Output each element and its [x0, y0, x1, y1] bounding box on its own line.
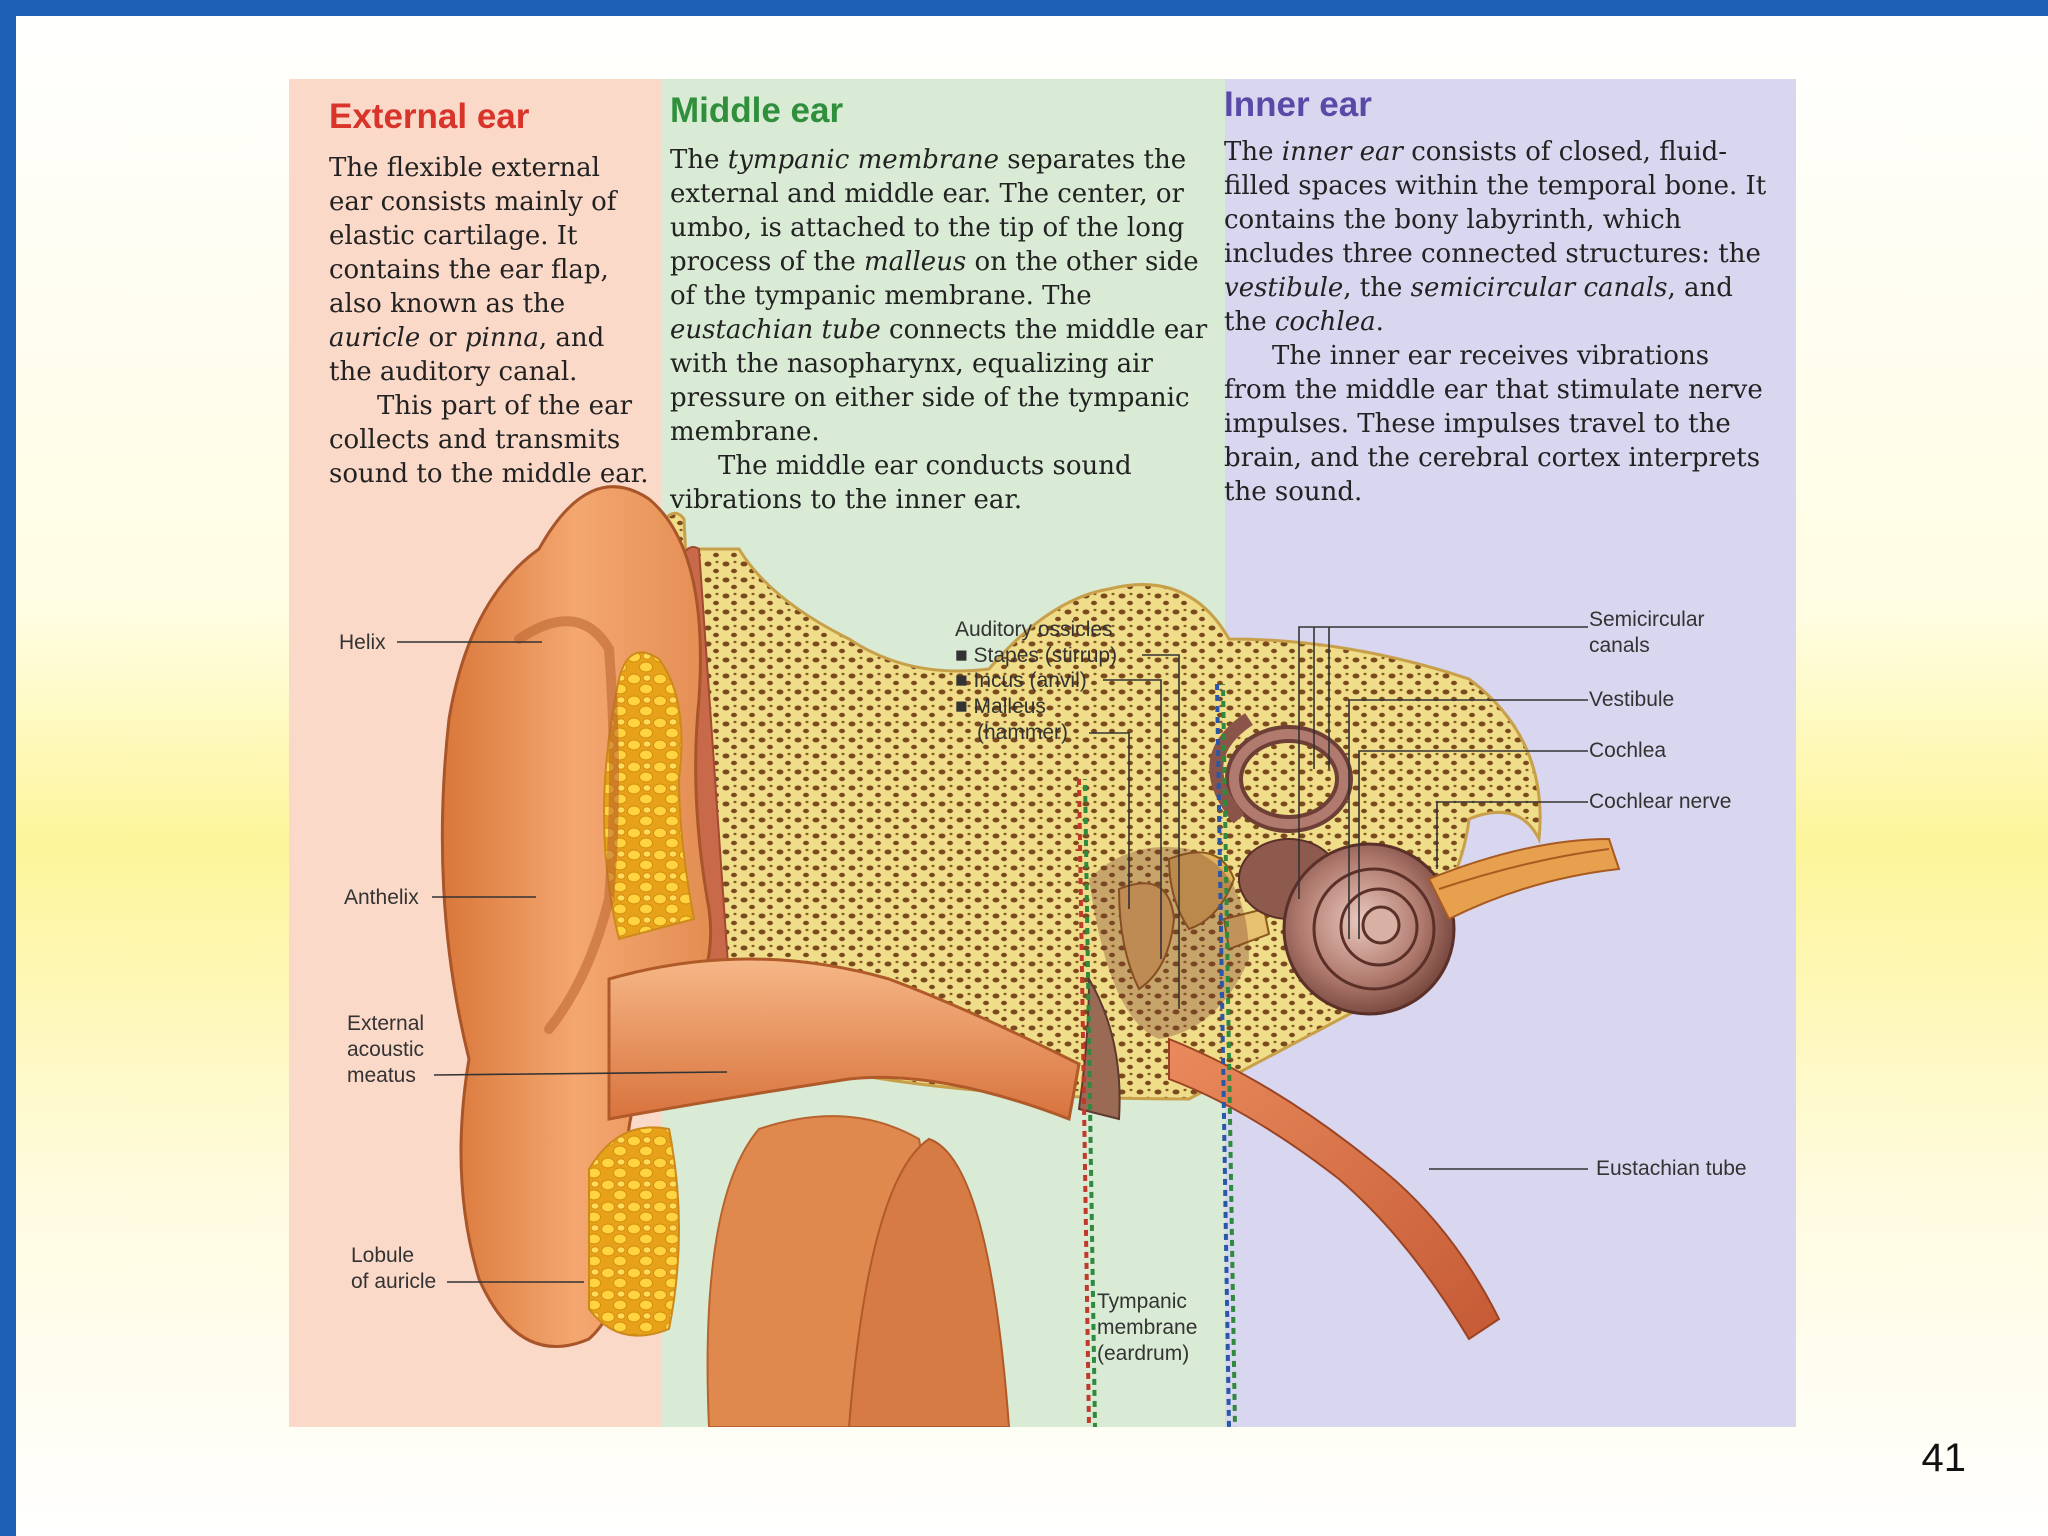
- stapes-shape: [1222, 907, 1271, 951]
- auricular-cartilage-fat-lower: [588, 1126, 680, 1337]
- label-external-acoustic-meatus: External acoustic meatus: [347, 1012, 425, 1087]
- text-run: The: [670, 145, 728, 175]
- label-semicircular-canals: Semicircular canals: [1589, 608, 1705, 657]
- text-run: The flexible external ear consists mainl…: [329, 153, 617, 319]
- leader-lines: [397, 626, 1588, 1283]
- inner-ear-paragraph-2: The inner ear receives vibrations from t…: [1224, 341, 1763, 507]
- label-malleus: ■ Malleus: [955, 695, 1046, 718]
- label-auditory-ossicles: Auditory ossicles: [955, 618, 1113, 641]
- middle-ear-title: Middle ear: [670, 91, 844, 130]
- text-run: , the: [1343, 273, 1411, 303]
- label-stapes: ■ Stapes (stirrup): [955, 644, 1118, 667]
- divider-middle-inner: [1215, 683, 1231, 1427]
- divider-external-middle-green: [1083, 778, 1097, 1427]
- text-run: or: [420, 323, 465, 353]
- incus-shape: [1167, 851, 1236, 931]
- divider-external-middle: [1077, 778, 1091, 1427]
- divider-middle-inner-green: [1221, 683, 1237, 1427]
- ear-illustration: [397, 485, 1621, 1427]
- term-inner-ear: inner ear: [1281, 137, 1403, 167]
- text-run: .: [1375, 307, 1384, 337]
- muscle-bottom-2: [847, 1137, 1011, 1427]
- label-cochlear-nerve: Cochlear nerve: [1589, 790, 1732, 813]
- slide-number: 41: [1921, 1436, 1967, 1480]
- middle-ear-paragraph-1: The tympanic membrane separates the exte…: [670, 143, 1210, 449]
- term-semicircular-canals: semicircular canals: [1410, 273, 1668, 303]
- term-pinna: pinna: [464, 323, 539, 353]
- auricular-cartilage-fat: [603, 651, 696, 941]
- term-eustachian-tube: eustachian tube: [670, 315, 881, 345]
- label-tympanic-membrane: Tympanic membrane (eardrum): [1097, 1290, 1198, 1365]
- cochlear-nerve-fiber: [1438, 848, 1610, 890]
- eustachian-tube-shape: [1168, 1037, 1501, 1341]
- text-run: The: [1224, 137, 1282, 167]
- label-vestibule: Vestibule: [1589, 688, 1675, 711]
- external-ear-paragraph-1: The flexible external ear consists mainl…: [329, 151, 649, 389]
- text-run: connects the middle ear with the nasopha…: [670, 315, 1208, 447]
- text-run: separates the external and middle ear. T…: [670, 145, 1187, 277]
- text-run: , and the auditory canal.: [329, 323, 605, 387]
- label-helix: Helix: [339, 631, 386, 654]
- text-run: on the other side of the tympanic membra…: [670, 247, 1199, 311]
- middle-ear-paragraph-2: The middle ear conducts sound vibrations…: [670, 451, 1132, 515]
- cochlear-nerve-shape: [1427, 837, 1621, 921]
- external-ear-title: External ear: [329, 97, 530, 136]
- text-run: , and the: [1224, 273, 1733, 337]
- label-incus: ■ Incus (anvil): [955, 669, 1087, 692]
- external-ear-paragraph-2: This part of the ear collects and transm…: [329, 391, 649, 489]
- label-anthelix: Anthelix: [344, 886, 419, 909]
- inner-ear-paragraph-1: The inner ear consists of closed, fluid-…: [1224, 135, 1769, 339]
- slide-frame-top: [0, 0, 2048, 16]
- ear-anatomy-figure: External ear The flexible external ear c…: [289, 79, 1796, 1427]
- external-ear-text: The flexible external ear consists mainl…: [329, 151, 649, 491]
- external-acoustic-meatus: [607, 957, 1081, 1122]
- label-lobule: Lobule of auricle: [351, 1244, 437, 1293]
- term-malleus: malleus: [864, 247, 967, 277]
- term-vestibule: vestibule: [1224, 273, 1344, 303]
- label-cochlea: Cochlea: [1589, 739, 1667, 762]
- inner-ear-text: The inner ear consists of closed, fluid-…: [1224, 135, 1769, 509]
- cochlea-shape: [1282, 842, 1456, 1016]
- slide-frame-left: [0, 0, 16, 1536]
- middle-ear-text: The tympanic membrane separates the exte…: [670, 143, 1210, 517]
- term-tympanic-membrane: tympanic membrane: [727, 145, 999, 175]
- label-hammer: (hammer): [977, 721, 1069, 744]
- inner-ear-title: Inner ear: [1224, 85, 1372, 124]
- term-auricle: auricle: [329, 323, 421, 353]
- term-cochlea: cochlea: [1274, 307, 1376, 337]
- label-eustachian-tube: Eustachian tube: [1596, 1157, 1747, 1180]
- text-run: consists of closed, fluid-filled spaces …: [1224, 137, 1767, 269]
- anthelix: [514, 616, 619, 1034]
